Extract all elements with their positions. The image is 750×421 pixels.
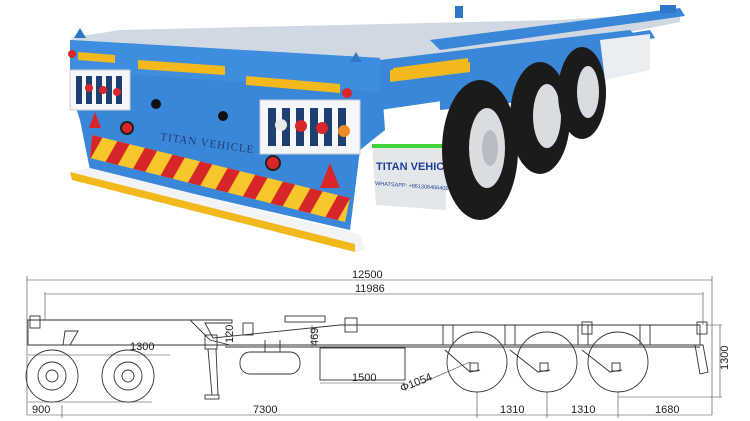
corner-cone-left <box>74 28 86 38</box>
electrical-socket-right <box>218 111 228 121</box>
lower-beam <box>319 347 406 381</box>
air-tank <box>239 351 301 375</box>
mudflap: TITAN VEHICLE WHATSAPP: +8613064064064 <box>372 144 458 210</box>
dim-front-overhang: 900 <box>32 404 50 416</box>
mudflap-contact: WHATSAPP: +8613064064064 <box>375 181 452 192</box>
marker-lamp-left <box>68 50 76 58</box>
warning-triangle-right <box>320 163 340 188</box>
corner-cone-right <box>350 52 362 62</box>
dim-partial-1300: 1300 <box>130 341 154 353</box>
dim-frame-depth: 469 <box>309 328 321 346</box>
trailer-wheel-2 <box>509 331 578 393</box>
side-elevation-drawing: 12500 11986 1300 120 469 <box>25 269 731 418</box>
dim-neck-height: 120 <box>224 325 236 343</box>
tail-lamp-right <box>265 155 281 171</box>
dim-axle-spacing-2: 1310 <box>571 404 595 416</box>
landing-gear <box>204 334 220 400</box>
wheel-middle <box>510 62 570 174</box>
deck-top <box>70 12 680 60</box>
bumper-yellow-edge <box>70 172 355 252</box>
mudflap-brand: TITAN VEHICLE <box>376 161 458 173</box>
hanger-1 <box>442 324 454 346</box>
hanger-3 <box>577 324 589 346</box>
trailer-photo: TITAN VEHICLE TITAN VEHICLE WH <box>68 5 685 252</box>
far-rail <box>430 8 685 50</box>
rear-bumper-drawing <box>694 344 709 375</box>
tail-lamp-left <box>120 121 134 135</box>
trailer-wheel-1 <box>444 331 508 393</box>
twistlock-1 <box>29 315 41 329</box>
twistlock-far <box>455 6 463 18</box>
lamp-cage-left <box>69 69 131 111</box>
dim-frame-length: 11986 <box>355 283 385 295</box>
twistlock-4 <box>581 321 593 335</box>
tractor-wheel-2 <box>101 349 155 403</box>
dim-overall-length: 12500 <box>352 269 383 281</box>
twistlock-front <box>660 5 676 13</box>
tractor-wheel-1 <box>25 349 79 403</box>
hanger-2 <box>504 324 516 346</box>
dim-kingpin-to-axle: 7300 <box>253 404 277 416</box>
dim-height: 1300 <box>719 346 731 370</box>
rear-stripe-left <box>78 52 115 63</box>
dim-axle-spacing-1: 1310 <box>500 404 524 416</box>
dim-tank-length: 1500 <box>352 372 376 384</box>
wheel-rear <box>442 80 518 220</box>
kingpin <box>62 330 79 346</box>
dim-rear-overhang: 1680 <box>655 404 679 416</box>
rear-stripe-right <box>246 76 340 93</box>
side-stripe <box>393 58 468 76</box>
twistlock-2 <box>242 322 254 336</box>
lamp-cage-right <box>259 99 361 155</box>
trailer-wheel-3 <box>581 331 649 393</box>
hanger-4 <box>639 324 651 346</box>
dim-wheel-diameter: Φ1054 <box>399 371 434 395</box>
warning-triangle-left <box>89 112 101 128</box>
electrical-socket-left <box>151 99 161 109</box>
rear-stripe-center <box>138 60 225 75</box>
twistlock-3 <box>344 317 358 333</box>
wheel-front <box>558 47 606 139</box>
deck-plate <box>284 315 326 323</box>
marker-lamp-right <box>342 88 352 98</box>
twistlock-5 <box>696 321 708 335</box>
front-panel <box>600 34 650 80</box>
frame-outline <box>27 319 701 346</box>
